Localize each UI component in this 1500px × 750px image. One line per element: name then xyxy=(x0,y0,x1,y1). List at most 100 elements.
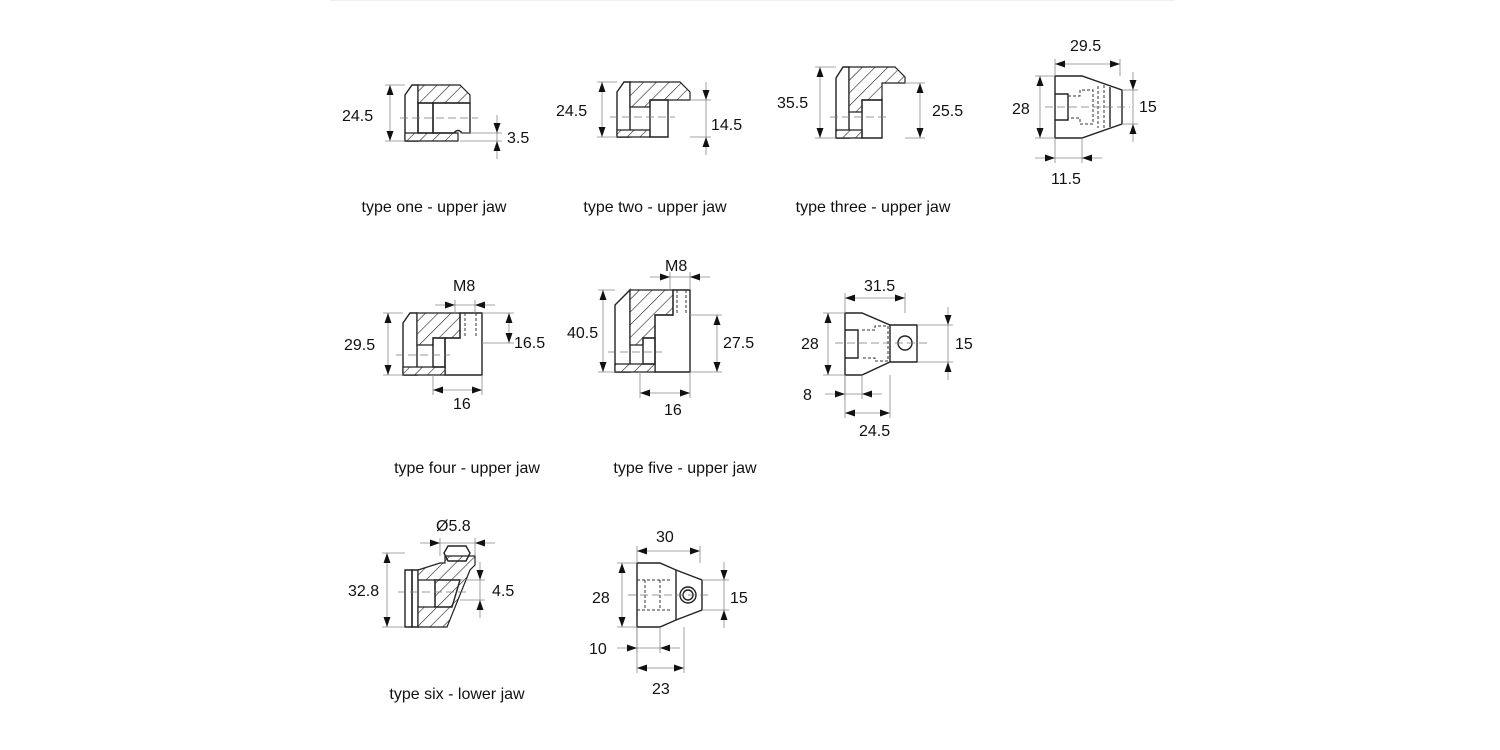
dim-label: M8 xyxy=(665,258,687,275)
dimension-arrow xyxy=(493,123,501,133)
dim-label: 28 xyxy=(801,336,819,353)
dimension-arrow xyxy=(475,539,485,547)
dim-label: 15 xyxy=(955,336,973,353)
dim-label: 40.5 xyxy=(567,325,598,342)
dimension-arrow xyxy=(386,131,394,141)
dimension-arrow xyxy=(1055,60,1065,68)
dim-label: 8 xyxy=(803,387,812,404)
dim-label: 25.5 xyxy=(932,103,963,120)
dimension-arrow xyxy=(598,82,606,92)
dimension-arrow xyxy=(637,547,647,555)
dimension-arrow xyxy=(383,553,391,563)
dimension-arrow xyxy=(660,644,670,652)
dimension-arrow xyxy=(430,539,440,547)
part-type-three-drawing xyxy=(830,66,906,139)
dim-label: 24.5 xyxy=(859,423,890,440)
dimension-arrow xyxy=(680,389,690,397)
dim-label: 16 xyxy=(453,396,471,413)
caption-type-six: type six - lower jaw xyxy=(389,686,525,703)
dimension-arrow xyxy=(674,664,684,672)
dimension-arrow xyxy=(433,386,443,394)
dimension-arrow xyxy=(476,600,484,610)
dimension-arrow xyxy=(1036,76,1044,86)
dim-label: 35.5 xyxy=(777,95,808,112)
dim-label: 30 xyxy=(656,529,674,546)
dim-label: 16.5 xyxy=(514,335,545,352)
dim-label: 28 xyxy=(592,590,610,607)
dimension-arrow xyxy=(1036,128,1044,138)
part-type-one-drawing xyxy=(400,84,478,142)
caption-type-one: type one - upper jaw xyxy=(362,199,507,216)
dim-label: 24.5 xyxy=(556,103,587,120)
dim-label: 15 xyxy=(1139,99,1157,116)
dimension-arrow xyxy=(690,547,700,555)
dim-label: 3.5 xyxy=(507,130,529,147)
part-type-six-drawing xyxy=(398,545,476,628)
dimension-arrow xyxy=(475,301,485,309)
dimension-arrow xyxy=(505,333,513,343)
dimension-arrow xyxy=(384,313,392,323)
dimension-arrow xyxy=(895,294,905,302)
dimension-arrow xyxy=(618,563,626,573)
dim-label: 29.5 xyxy=(1070,38,1101,55)
dimension-arrow xyxy=(627,644,637,652)
dim-label: 23 xyxy=(652,681,670,698)
caption-type-four: type four - upper jaw xyxy=(394,460,540,477)
dim-label: 10 xyxy=(589,641,607,658)
dimension-arrow xyxy=(713,362,721,372)
dimension-arrow xyxy=(824,313,832,323)
dimension-arrow xyxy=(637,664,647,672)
dimension-arrow xyxy=(1045,154,1055,162)
dimension-arrow xyxy=(618,617,626,627)
dimension-arrow xyxy=(1129,80,1137,90)
dimension-arrow xyxy=(916,83,924,93)
dimension-arrow xyxy=(505,313,513,323)
dim-label: 11.5 xyxy=(1051,171,1081,188)
dimension-arrow xyxy=(690,273,700,281)
part-cone-drawing xyxy=(1045,75,1130,139)
part-type-four-drawing xyxy=(396,312,483,376)
dimension-arrow xyxy=(845,409,855,417)
dimension-lines xyxy=(382,59,1138,673)
dimension-arrow xyxy=(845,294,855,302)
dimension-arrow xyxy=(598,127,606,137)
dimension-arrow xyxy=(476,570,484,580)
dim-label: 32.8 xyxy=(348,583,379,600)
dimension-arrow xyxy=(713,315,721,325)
dimension-arrow xyxy=(944,362,952,372)
dimension-arrow xyxy=(824,365,832,375)
dimension-arrow xyxy=(702,137,710,147)
dimension-arrow xyxy=(384,365,392,375)
part-type-two-drawing xyxy=(610,81,691,138)
dimension-arrow xyxy=(816,128,824,138)
dim-label: 31.5 xyxy=(864,278,895,295)
dim-label: 28 xyxy=(1012,101,1030,118)
dimension-arrow xyxy=(835,390,845,398)
caption-type-two: type two - upper jaw xyxy=(583,199,727,216)
dimension-arrow xyxy=(1110,60,1120,68)
dimension-arrow xyxy=(599,290,607,300)
dimension-arrow xyxy=(880,409,890,417)
dimension-arrow xyxy=(816,67,824,77)
part-type-five-drawing xyxy=(608,288,691,373)
dim-label: 24.5 xyxy=(342,108,373,125)
dim-label: 14.5 xyxy=(711,117,742,134)
dim-label: M8 xyxy=(453,278,475,295)
dimension-arrow xyxy=(862,390,872,398)
dimension-arrow xyxy=(916,128,924,138)
dimension-arrow xyxy=(493,141,501,151)
dim-label: Ø5.8 xyxy=(436,518,471,535)
top-divider xyxy=(330,0,1175,1)
dim-label: 29.5 xyxy=(344,337,375,354)
dimension-arrow xyxy=(640,389,650,397)
dimension-arrow xyxy=(472,386,482,394)
dim-label: 27.5 xyxy=(723,335,754,352)
dimension-arrow xyxy=(1082,154,1092,162)
dimension-arrow xyxy=(720,610,728,620)
part-cone-ring-drawing xyxy=(628,562,712,628)
dimension-arrow xyxy=(1129,124,1137,134)
dimension-arrow xyxy=(720,570,728,580)
caption-type-three: type three - upper jaw xyxy=(796,199,951,216)
part-cone-eye-drawing xyxy=(835,312,930,376)
